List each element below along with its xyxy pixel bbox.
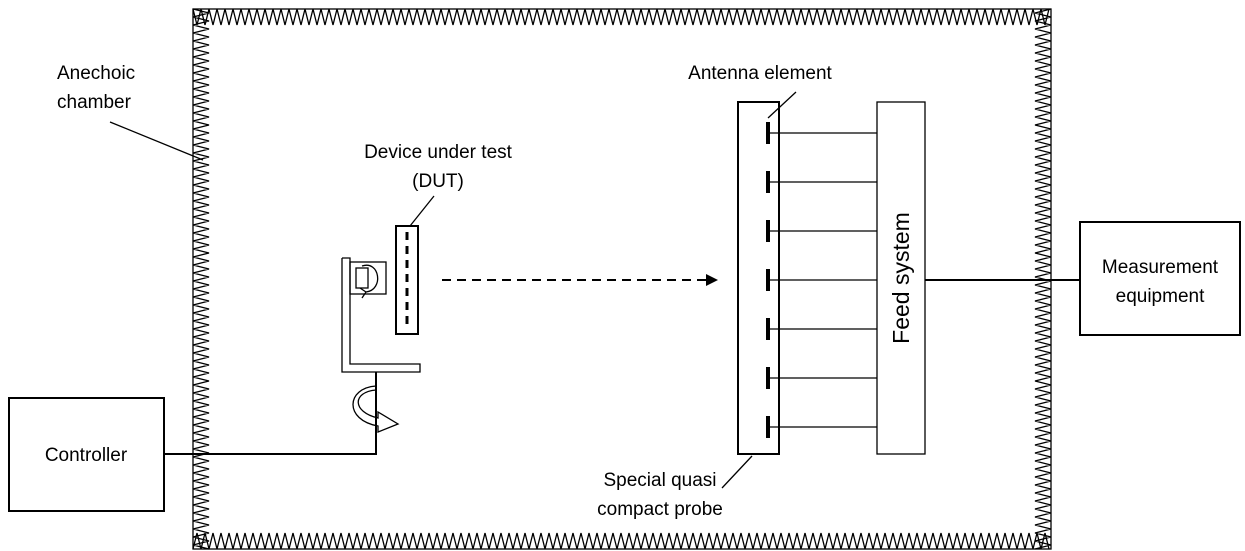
absorber-top — [192, 8, 1050, 26]
measurement-equipment-box — [1079, 221, 1241, 336]
signal-arrowhead-icon — [706, 274, 718, 286]
probe-box — [737, 101, 780, 455]
positioner-hub-inner — [355, 267, 369, 289]
probe-label-line2: compact probe — [597, 499, 723, 520]
dut-box — [395, 225, 419, 335]
dut-label-line1: Device under test — [364, 142, 513, 163]
antenna-element-label: Antenna element — [688, 63, 832, 84]
positioner-arm — [341, 257, 421, 373]
rotation-arrow-dut-icon — [359, 264, 379, 299]
antenna-element-leader — [767, 91, 797, 119]
positioner-hub — [349, 261, 387, 295]
probe-label-line1: Special quasi — [603, 470, 716, 491]
anechoic-chamber-label-line1: Anechoic — [57, 63, 135, 84]
measurement-label-line2: equipment — [1116, 286, 1205, 307]
probe-leader — [721, 455, 753, 489]
measurement-label-line1: Measurement — [1102, 257, 1219, 278]
dut-label-line2: (DUT) — [412, 171, 464, 192]
anechoic-chamber-label-line2: chamber — [57, 92, 132, 113]
feed-system-box — [876, 101, 926, 455]
controller-cable — [164, 372, 377, 455]
antenna-elements — [766, 122, 877, 438]
feed-system-label: Feed system — [888, 212, 914, 344]
dut-leader — [409, 195, 435, 227]
rotation-arrow-base-icon — [352, 385, 400, 433]
anechoic-chamber-leader — [109, 121, 204, 161]
absorber-bottom — [192, 532, 1050, 550]
dut-positioner — [341, 257, 421, 433]
absorber-left — [192, 8, 210, 550]
controller-label: Controller — [45, 445, 128, 466]
